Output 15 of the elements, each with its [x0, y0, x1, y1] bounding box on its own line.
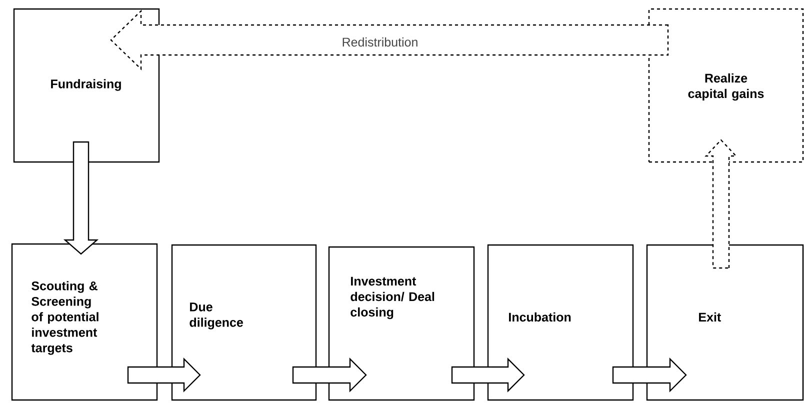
process-box: Fundraising [13, 8, 160, 163]
process-box: Investment decision/ Deal closing [328, 246, 475, 401]
block-arrow [451, 358, 525, 392]
block-arrow [110, 10, 669, 70]
block-arrow [63, 141, 99, 255]
process-box: Realize capital gains [648, 8, 804, 163]
process-box: Scouting & Screening of potential investment targets [11, 243, 158, 401]
block-arrow [292, 358, 367, 392]
block-arrow [127, 358, 201, 392]
block-arrow [612, 358, 687, 392]
process-box: Incubation [487, 244, 634, 401]
block-arrow [704, 139, 738, 269]
process-box: Exit [646, 244, 804, 401]
process-box: Due diligence [171, 244, 317, 401]
edge-label: Redistribution [340, 36, 420, 48]
